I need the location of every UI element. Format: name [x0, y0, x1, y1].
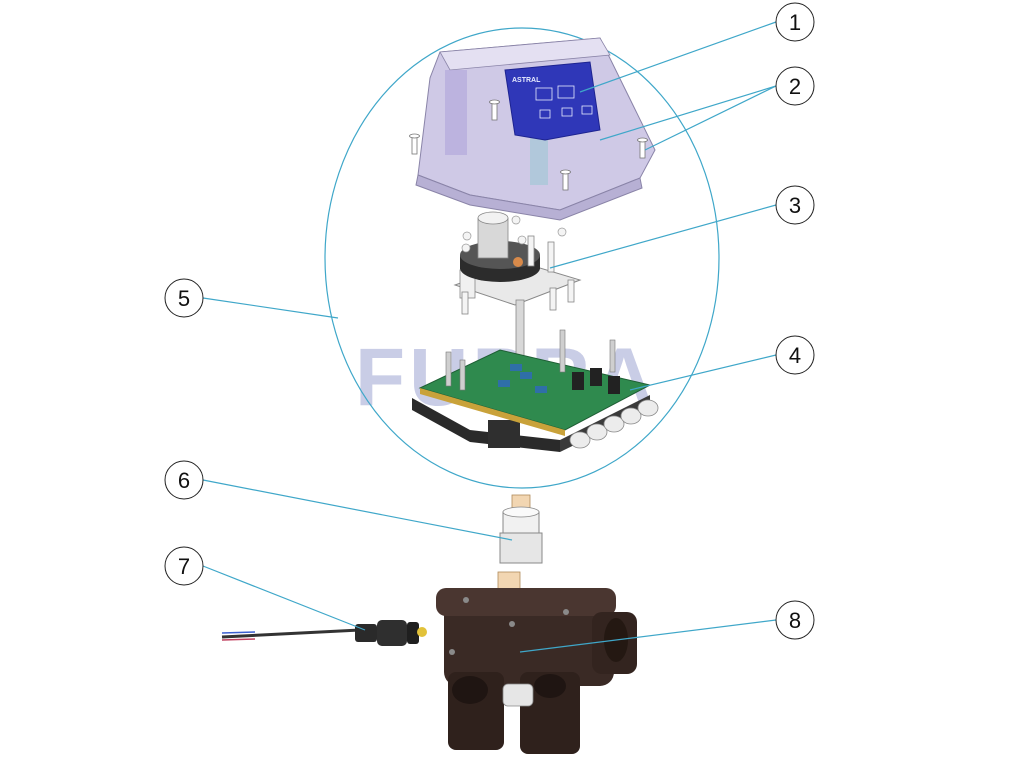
callout-7: 7 [164, 546, 204, 586]
pcb-base [412, 329, 659, 452]
callout-3: 3 [775, 185, 815, 225]
leader-5 [202, 297, 339, 319]
callout-5-label: 5 [178, 286, 190, 311]
leader-1 [579, 21, 777, 93]
leader-2b [644, 85, 777, 151]
leader-6 [202, 479, 513, 541]
callout-8-label: 8 [789, 608, 801, 633]
callout-4-label: 4 [789, 343, 801, 368]
panel-brand-label: ASTRAL [512, 77, 541, 84]
leader-7 [202, 565, 366, 631]
assembly-group-ellipse [324, 27, 720, 489]
callout-6-label: 6 [178, 468, 190, 493]
callout-8: 8 [775, 600, 815, 640]
callout-3-label: 3 [789, 193, 801, 218]
callout-4: 4 [775, 335, 815, 375]
shaft-coupling [499, 494, 543, 564]
callout-2: 2 [775, 66, 815, 106]
leader-4 [629, 354, 777, 391]
leader-8 [519, 619, 777, 653]
motor-assembly [453, 211, 582, 315]
cable-connector [221, 620, 427, 646]
callout-5: 5 [164, 278, 204, 318]
leader-lines [202, 21, 777, 653]
callout-2-label: 2 [789, 74, 801, 99]
callout-7-label: 7 [178, 554, 190, 579]
callout-6: 6 [164, 460, 204, 500]
callout-1: 1 [775, 2, 815, 42]
lid-cover: ASTRAL [409, 37, 656, 221]
control-panel [504, 61, 601, 141]
leader-3 [549, 204, 777, 269]
callout-1-label: 1 [789, 10, 801, 35]
valve-body [436, 571, 637, 754]
leader-2a [599, 85, 777, 141]
